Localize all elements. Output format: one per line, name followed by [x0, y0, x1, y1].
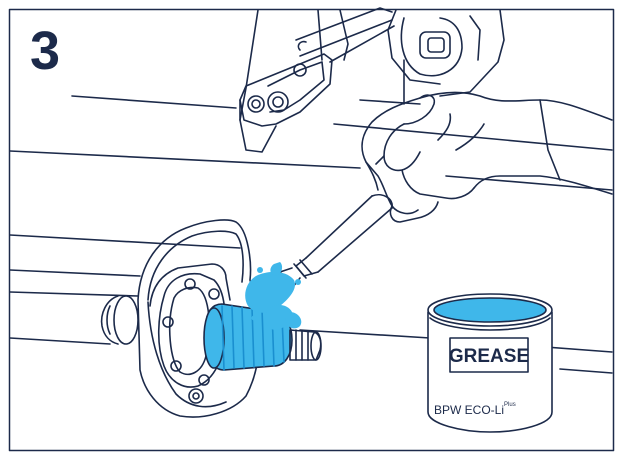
- can-label: GREASE: [449, 346, 529, 367]
- brush: [280, 195, 392, 288]
- grease-blobs: [245, 262, 301, 330]
- axle-tube: [10, 292, 138, 344]
- grease-can: GREASE BPW ECO-LiPlus: [428, 294, 552, 432]
- suspension-bracket: [240, 10, 504, 120]
- can-brand-text: BPW ECO-Li: [434, 403, 504, 417]
- hand: [362, 92, 612, 222]
- step-number: 3: [30, 24, 60, 78]
- can-brand: BPW ECO-LiPlus: [434, 402, 516, 417]
- shackle-lever: [240, 8, 394, 152]
- can-brand-superscript: Plus: [504, 402, 516, 408]
- stub-axle: [204, 304, 321, 370]
